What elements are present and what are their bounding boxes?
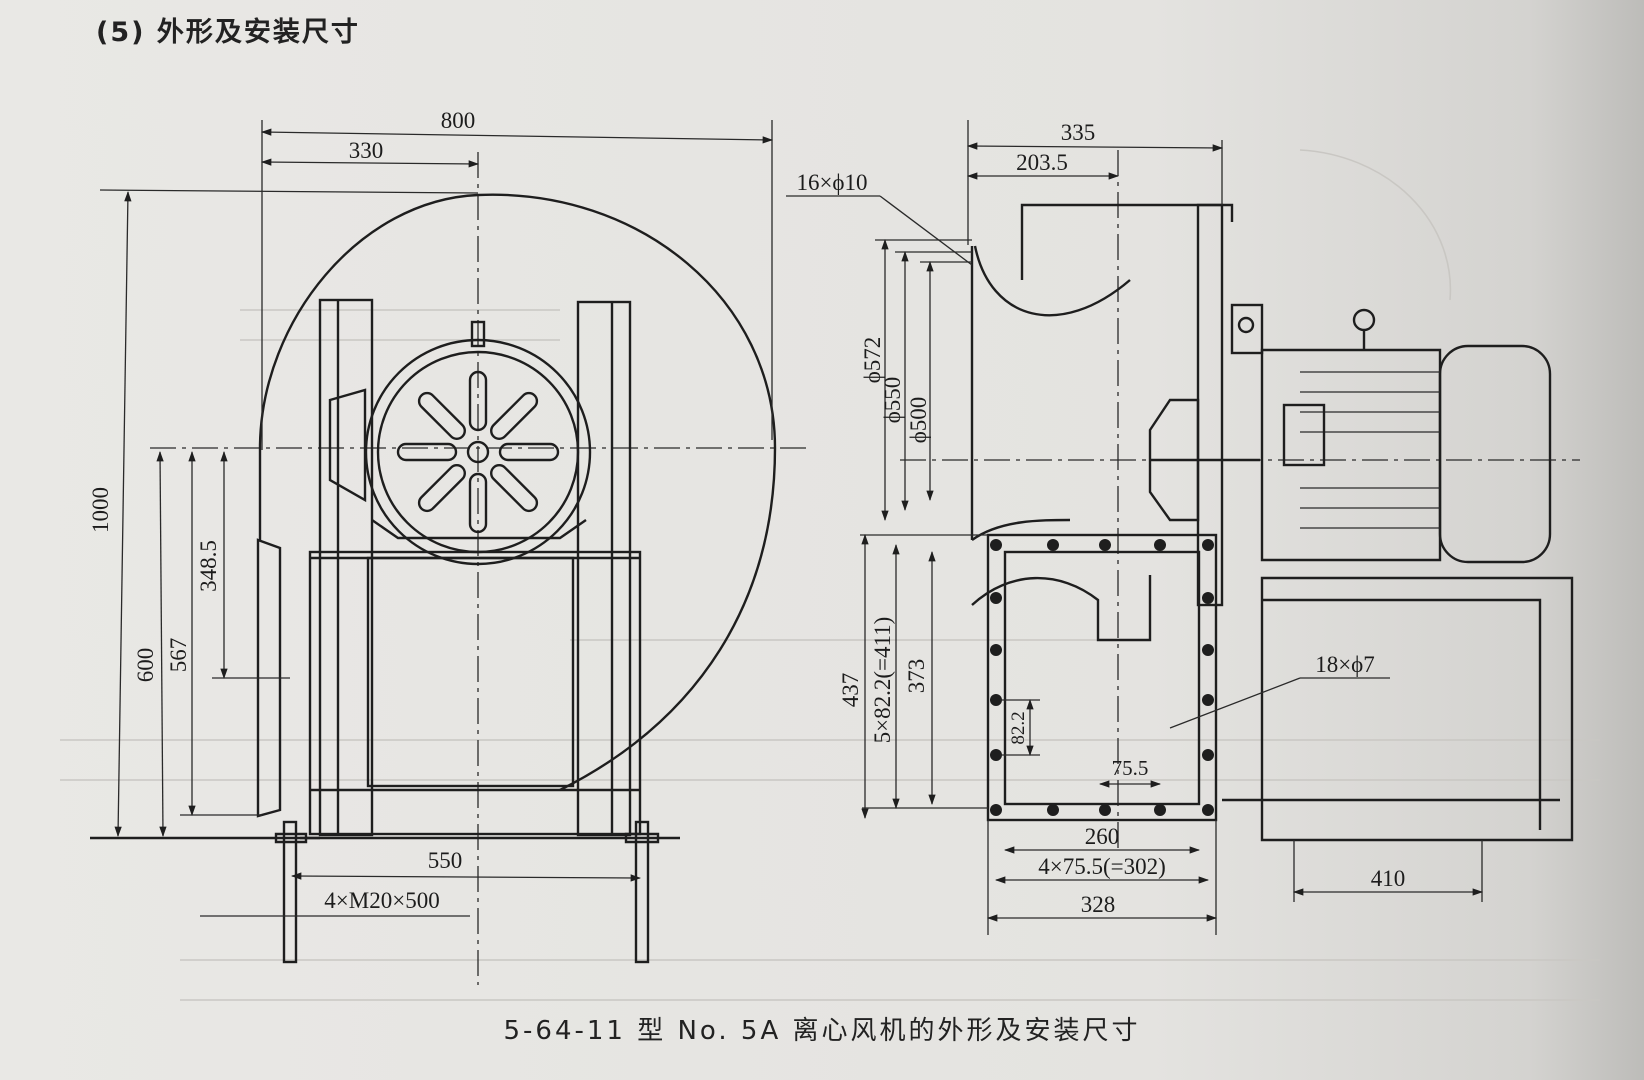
motor-end-shield xyxy=(376,350,580,554)
front-view xyxy=(90,152,810,985)
motor-terminal xyxy=(328,388,367,503)
dim-82-2: 82.2 xyxy=(1008,711,1029,744)
motor-ribs xyxy=(396,370,560,534)
dim-348-5: 348.5 xyxy=(196,540,221,592)
outlet-opening xyxy=(1003,550,1201,806)
dim-330: 330 xyxy=(349,138,384,163)
scroll-casing xyxy=(258,193,777,792)
motor-fins xyxy=(1300,371,1440,529)
dim-dia-550: ϕ550 xyxy=(880,377,905,424)
dim-335: 335 xyxy=(1061,120,1096,145)
dim-800: 800 xyxy=(441,108,476,133)
dim-328: 328 xyxy=(1081,892,1116,917)
motor-lifting-eye xyxy=(1352,308,1376,332)
dim-line-600 xyxy=(156,450,167,838)
motor-fan-cover xyxy=(1438,344,1552,564)
hub xyxy=(1148,398,1200,522)
shaft xyxy=(466,440,490,464)
side-dimensions: 335 203.5 16×ϕ10 ϕ572 ϕ550 ϕ500 437 xyxy=(786,120,1484,935)
figure-caption: 5-64-11 型 No. 5A 离心风机的外形及安装尺寸 xyxy=(503,1016,1141,1046)
dim-1000: 1000 xyxy=(88,487,113,533)
left-support-post xyxy=(318,298,374,837)
dim-line-550 xyxy=(290,872,642,882)
dim-outlet-pitch-v: 5×82.2(=411) xyxy=(870,617,895,744)
bearing-bracket xyxy=(1230,303,1264,355)
lifting-eye xyxy=(470,320,486,348)
outlet-bolt-holes xyxy=(990,539,1214,816)
dim-flange-holes: 16×ϕ10 xyxy=(796,170,867,195)
dim-437: 437 xyxy=(838,673,863,708)
dim-373: 373 xyxy=(904,659,929,694)
dim-line-330 xyxy=(260,158,480,168)
dim-line-335 xyxy=(966,142,1224,152)
dim-dia-572: ϕ572 xyxy=(860,337,885,384)
dim-line-1000 xyxy=(114,190,132,838)
dim-line-800 xyxy=(260,128,774,144)
dim-203-5: 203.5 xyxy=(1016,150,1068,175)
dim-outlet-pitch-h: 4×75.5(=302) xyxy=(1038,854,1166,879)
dim-550: 550 xyxy=(428,848,463,873)
motor-feet xyxy=(371,519,587,540)
dim-outlet-holes: 18×ϕ7 xyxy=(1315,652,1375,677)
pedestal xyxy=(308,550,642,836)
dim-anchor-bolts: 4×M20×500 xyxy=(324,888,439,913)
dim-600: 600 xyxy=(133,648,158,683)
dim-260: 260 xyxy=(1085,824,1120,849)
casing-top xyxy=(1020,203,1234,280)
terminal-box xyxy=(1282,403,1326,467)
bleed-through xyxy=(60,149,1600,1001)
outlet-plate xyxy=(256,538,282,818)
motor-base xyxy=(1260,576,1574,842)
anchor-bolts xyxy=(274,820,660,964)
dim-dia-500: ϕ500 xyxy=(906,397,931,444)
outlet-flange-frame xyxy=(986,533,1218,822)
inlet-bell xyxy=(973,245,1131,317)
dim-410: 410 xyxy=(1371,866,1406,891)
front-dimensions: 800 330 1000 600 567 348.5 550 4×M20×50 xyxy=(88,108,774,917)
dim-567: 567 xyxy=(166,638,191,673)
volute-tongue xyxy=(971,575,1152,642)
pedestal-inner xyxy=(366,556,575,788)
side-view xyxy=(900,150,1580,850)
section-title: (5) 外形及安装尺寸 xyxy=(96,17,360,48)
motor-body xyxy=(1260,348,1442,562)
right-support-post xyxy=(576,300,632,837)
dim-75-5: 75.5 xyxy=(1112,756,1149,780)
